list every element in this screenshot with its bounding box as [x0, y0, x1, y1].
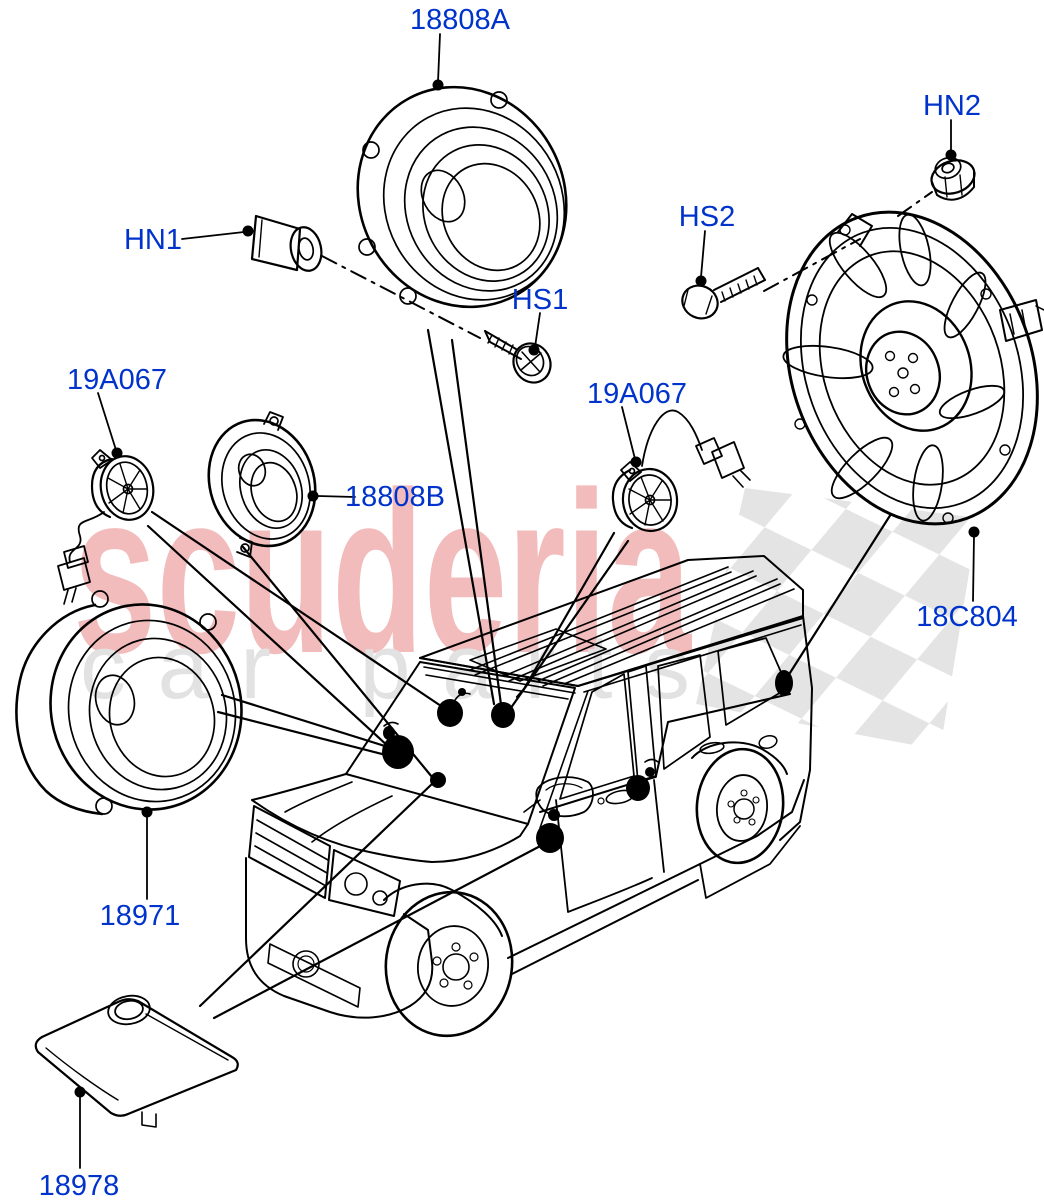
- label-leader-lines: [74, 33, 980, 1169]
- part-label-19a067-right[interactable]: 19A067: [587, 378, 687, 410]
- part-label-19a067-left[interactable]: 19A067: [67, 364, 167, 396]
- midrange-18808b-drawing: [207, 411, 317, 558]
- bolt-hs2-drawing: [681, 267, 766, 320]
- part-label-hs1[interactable]: HS1: [512, 284, 568, 316]
- speaker-18971-drawing: [15, 590, 243, 816]
- part-label-18978[interactable]: 18978: [39, 1170, 120, 1200]
- part-labels: 18808A HN2 HN1 HS2 HS1 19A067 19A067 188…: [39, 4, 1018, 1200]
- part-label-18971[interactable]: 18971: [100, 900, 181, 932]
- watermark-brand-text: scuderia: [73, 444, 692, 701]
- screw-hs1-drawing: [484, 330, 552, 384]
- tweeter-19a067-right-drawing: [611, 409, 751, 533]
- watermark-tagline-text: car parts: [80, 616, 690, 718]
- part-label-hs2[interactable]: HS2: [679, 201, 735, 233]
- tagline-watermark: car parts: [80, 616, 690, 718]
- speaker-18808a-drawing: [356, 85, 568, 309]
- part-label-18808a[interactable]: 18808A: [410, 4, 511, 36]
- part-label-18c804[interactable]: 18C804: [916, 601, 1018, 633]
- part-label-hn2[interactable]: HN2: [923, 90, 981, 122]
- cover-panel-18978-drawing: [34, 994, 239, 1128]
- nut-hn2-drawing: [930, 156, 976, 201]
- leader-lines: [146, 328, 893, 1020]
- line-art: [15, 33, 1044, 1169]
- tweeter-19a067-left-drawing: [57, 449, 155, 605]
- vehicle-drawing: [245, 555, 813, 1038]
- part-label-hn1[interactable]: HN1: [124, 224, 182, 256]
- assembly-axis-lines: [321, 191, 933, 339]
- checkered-flag-watermark: [696, 488, 978, 750]
- subwoofer-18c804-drawing: [782, 210, 1044, 526]
- clip-hn1-drawing: [250, 214, 323, 272]
- part-label-18808b[interactable]: 18808B: [345, 481, 445, 513]
- brand-watermark: scuderia: [73, 444, 692, 701]
